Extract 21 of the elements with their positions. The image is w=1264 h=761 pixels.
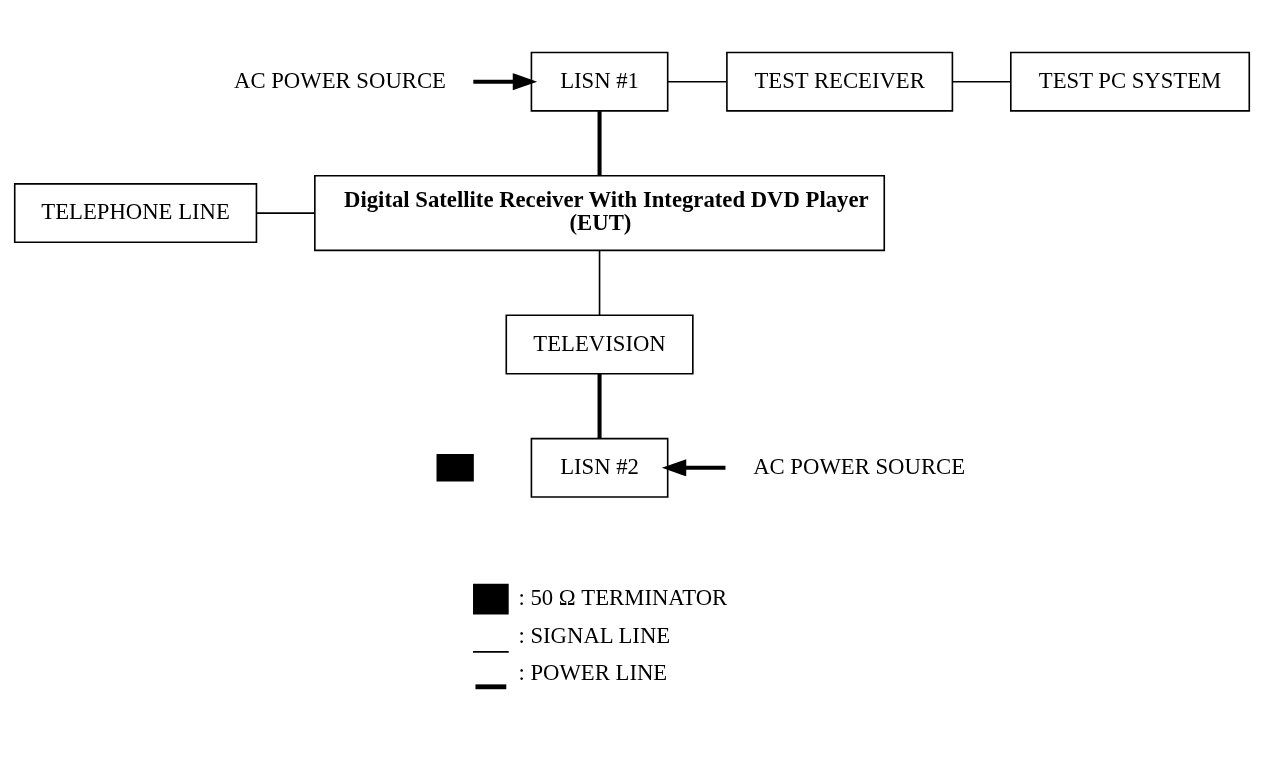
legend-label: : POWER LINE [518,659,668,685]
node-box: TEST RECEIVER [726,51,954,112]
arrow [661,458,726,476]
node-box [436,453,474,482]
arrow [473,72,538,90]
node-text: AC POWER SOURCE [753,453,966,479]
node-box: Digital Satellite Receiver With Integrated DVD Player (EUT) [314,174,886,251]
legend-label: : 50 Ω TERMINATOR [518,584,728,610]
connector [597,373,602,438]
connector [597,110,602,175]
connector [667,80,728,82]
node-box: LISN #1 [530,51,669,112]
connector [255,211,316,214]
node-box: TEST PC SYSTEM [1010,51,1251,112]
legend-label: : SIGNAL LINE [518,622,671,648]
connector [598,249,601,316]
node-box: TELEVISION [505,314,694,374]
node-text: AC POWER SOURCE [234,67,446,93]
node-box: TELEPHONE LINE [13,182,258,243]
connector [951,80,1012,82]
node-box: LISN #2 [530,437,669,498]
